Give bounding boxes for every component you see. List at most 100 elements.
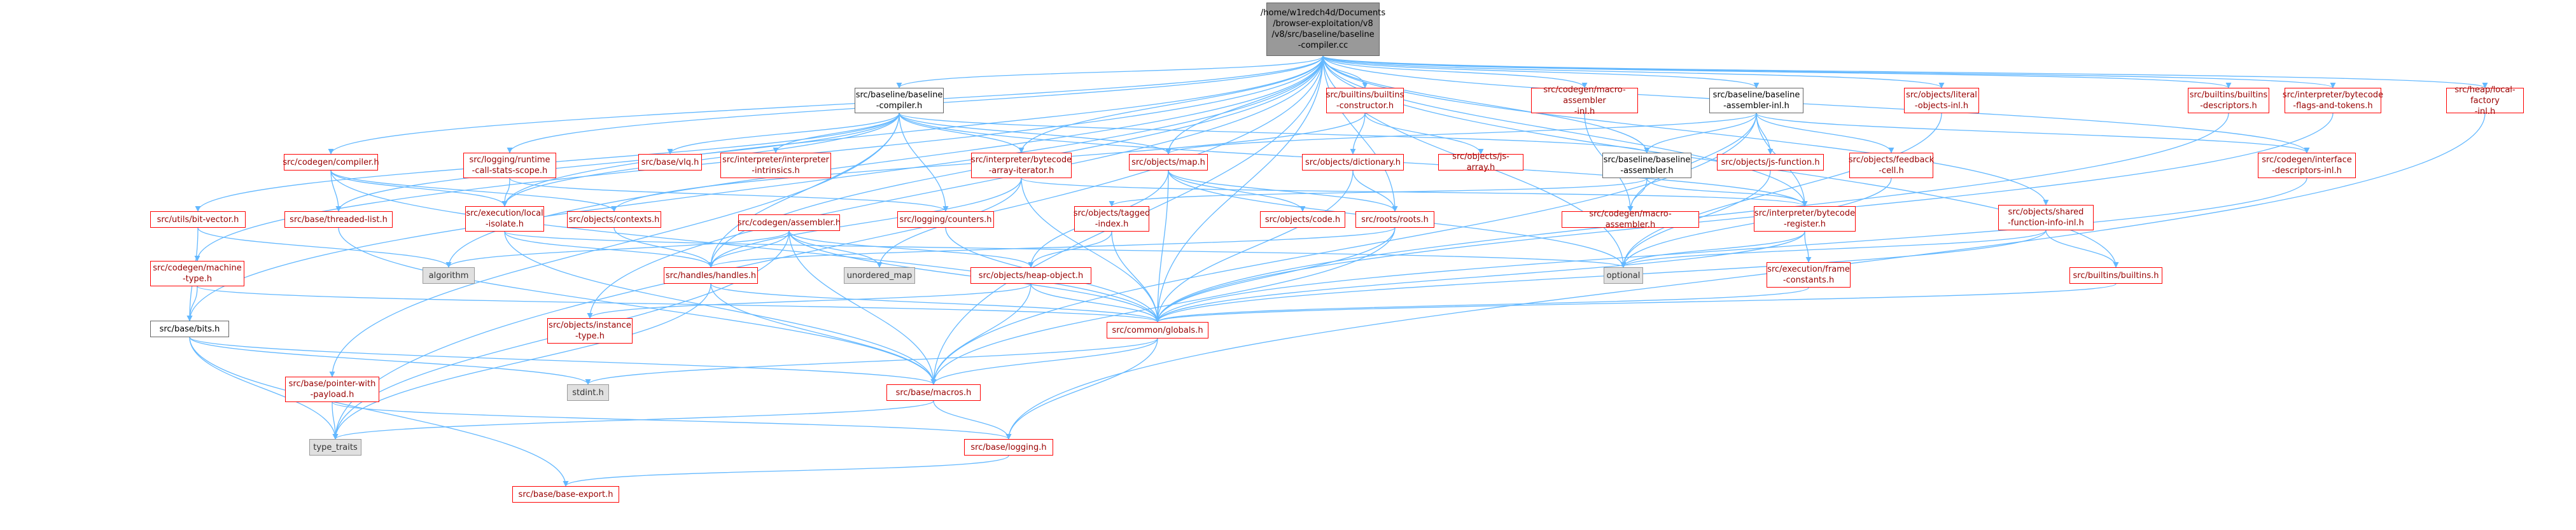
node-machine_type[interactable]: src/codegen/machine -type.h: [150, 261, 244, 286]
edge-base_macros-to-base_logging: [933, 400, 1012, 440]
edge-builtins_constructor-to-objects_js_array: [1364, 113, 1484, 155]
edge-objects_contexts-to-handles: [613, 227, 714, 268]
node-shared_function_info_inl[interactable]: src/objects/shared -function-info-inl.h: [1998, 205, 2094, 230]
node-macro_asm_inl[interactable]: src/codegen/macro-assembler -inl.h: [1531, 85, 1638, 116]
node-tagged_index[interactable]: src/objects/tagged -index.h: [1074, 206, 1150, 232]
edge-frame_constants-to-globals: [1154, 287, 1809, 323]
edge-objects_map-to-roots: [1168, 170, 1398, 212]
edge-bam_inl-to-feedback_cell: [1756, 113, 1894, 153]
edge-objects_map-to-objects_code: [1168, 170, 1306, 212]
edge-builtins_constructor-to-objects_dictionary: [1350, 113, 1366, 155]
edge-globals-to-base_macros: [930, 338, 1158, 385]
edge-tagged_index-to-globals: [1111, 231, 1161, 323]
edge-runtime_call_stats-to-execution_isolate: [501, 178, 510, 207]
edge-machine_type-to-globals: [197, 286, 1161, 323]
edge-bytecode_register-to-globals: [1154, 231, 1805, 323]
edge-bytecode_register-to-optional: [1620, 231, 1805, 268]
edge-objects_dictionary-to-globals: [1154, 170, 1354, 323]
edge-baseline_assembler-to-macro_assembler: [1627, 178, 1648, 212]
node-type_traits[interactable]: type_traits: [309, 439, 361, 456]
edge-heap_object-to-instance_type: [587, 283, 1032, 319]
edge-pointer_with_payload-to-type_traits: [332, 401, 339, 440]
node-bytecode_array_iterator[interactable]: src/interpreter/bytecode -array-iterator…: [971, 153, 1072, 178]
edge-base_bits-to-type_traits: [189, 337, 339, 440]
node-optional[interactable]: optional: [1604, 267, 1643, 284]
node-algorithm[interactable]: algorithm: [423, 267, 475, 284]
edge-roots-to-globals: [1154, 227, 1396, 323]
node-base_vlq[interactable]: src/base/vlq.h: [638, 154, 702, 171]
edge-base_bits-to-stdint: [189, 337, 591, 385]
node-codegen_assembler[interactable]: src/codegen/assembler.h: [738, 214, 841, 231]
edge-utils_bit_vector-to-algorithm: [197, 227, 452, 268]
node-bytecode_flags[interactable]: src/interpreter/bytecode -flags-and-toke…: [2283, 88, 2383, 113]
node-builtins_builtins[interactable]: src/builtins/builtins.h: [2069, 267, 2162, 284]
node-logging_counters[interactable]: src/logging/counters.h: [897, 211, 994, 228]
edge-bam_inl-to-interface_descriptors_inl: [1756, 113, 2310, 153]
edge-baseline_assembler-to-bytecode_register: [1646, 178, 1808, 207]
node-runtime_call_stats[interactable]: src/logging/runtime -call-stats-scope.h: [463, 153, 556, 178]
node-objects_js_function[interactable]: src/objects/js-function.h: [1717, 154, 1824, 171]
edge-root-to-macro_asm_inl: [1322, 55, 1588, 88]
node-literal_objects_inl[interactable]: src/objects/literal -objects-inl.h: [1904, 88, 1979, 113]
node-objects_js_array[interactable]: src/objects/js-array.h: [1438, 152, 1523, 172]
node-interface_descriptors_inl[interactable]: src/codegen/interface -descriptors-inl.h: [2258, 153, 2356, 178]
edge-codegen_compiler-to-objects_contexts: [330, 170, 617, 212]
node-unordered_map[interactable]: unordered_map: [844, 267, 915, 284]
node-objects_dictionary[interactable]: src/objects/dictionary.h: [1302, 154, 1404, 171]
edge-execution_isolate-to-base_macros: [504, 231, 937, 385]
edge-bam_inl-to-base_macros: [930, 113, 1757, 385]
node-globals[interactable]: src/common/globals.h: [1107, 322, 1208, 338]
edge-handles-to-globals: [710, 283, 1161, 323]
edge-heap_object-to-globals: [1030, 283, 1161, 323]
node-instance_type[interactable]: src/objects/instance -type.h: [547, 318, 633, 344]
node-codegen_compiler[interactable]: src/codegen/compiler.h: [283, 154, 379, 171]
node-roots[interactable]: src/roots/roots.h: [1355, 211, 1434, 228]
node-handles[interactable]: src/handles/handles.h: [664, 267, 758, 284]
edge-bc_h-to-logging_counters: [899, 113, 949, 212]
edge-literal_objects_inl-to-optional: [1620, 113, 1942, 268]
edge-base_macros-to-type_traits: [332, 400, 934, 440]
edge-codegen_assembler-to-handles: [708, 230, 790, 268]
edge-root-to-codegen_compiler: [328, 55, 1324, 155]
edge-bytecode_array_iterator-to-handles: [708, 178, 1022, 268]
node-base_macros[interactable]: src/base/macros.h: [886, 384, 981, 401]
node-bc_h[interactable]: src/baseline/baseline -compiler.h: [855, 88, 944, 113]
edge-bam_inl-to-baseline_assembler: [1644, 113, 1757, 153]
node-interpreter_intrinsics[interactable]: src/interpreter/interpreter -intrinsics.…: [720, 153, 831, 178]
node-builtins_descriptors[interactable]: src/builtins/builtins -descriptors.h: [2188, 88, 2269, 113]
edge-root-to-objects_map: [1165, 55, 1324, 155]
node-frame_constants[interactable]: src/execution/frame -constants.h: [1767, 262, 1851, 288]
edge-root-to-local_factory_inl: [1322, 55, 2488, 88]
edge-objects_dictionary-to-roots: [1352, 170, 1398, 212]
node-execution_isolate[interactable]: src/execution/local -isolate.h: [465, 206, 544, 232]
node-base_logging[interactable]: src/base/logging.h: [964, 439, 1053, 456]
edge-root-to-literal_objects_inl: [1322, 55, 1945, 88]
node-objects_map[interactable]: src/objects/map.h: [1129, 154, 1208, 171]
edge-threaded_list-to-base_macros: [338, 227, 937, 385]
edge-baseline_assembler-to-tagged_index: [1109, 178, 1648, 207]
node-threaded_list[interactable]: src/base/threaded-list.h: [284, 211, 393, 228]
node-local_factory_inl[interactable]: src/heap/local-factory -inl.h: [2446, 85, 2524, 116]
edge-bytecode_register-to-frame_constants: [1804, 231, 1812, 263]
node-heap_object[interactable]: src/objects/heap-object.h: [970, 267, 1091, 284]
node-objects_contexts[interactable]: src/objects/contexts.h: [567, 211, 661, 228]
node-builtins_constructor[interactable]: src/builtins/builtins -constructor.h: [1326, 88, 1404, 113]
node-objects_code[interactable]: src/objects/code.h: [1260, 211, 1345, 228]
edge-root-to-shared_function_info_inl: [1322, 55, 2049, 206]
edge-local_factory_inl-to-base_logging: [1005, 113, 2486, 440]
node-base_export[interactable]: src/base/base-export.h: [512, 486, 619, 503]
node-stdint[interactable]: stdint.h: [567, 384, 609, 401]
node-base_bits[interactable]: src/base/bits.h: [150, 321, 229, 337]
node-pointer_with_payload[interactable]: src/base/pointer-with -payload.h: [285, 377, 379, 402]
edge-bc_h-to-execution_isolate: [501, 113, 900, 207]
node-bytecode_register[interactable]: src/interpreter/bytecode -register.h: [1754, 206, 1856, 232]
node-macro_assembler[interactable]: src/codegen/macro-assembler.h: [1562, 209, 1699, 230]
node-root[interactable]: /home/w1redch4d/Documents /browser-explo…: [1261, 3, 1385, 56]
edge-base_logging-to-base_export: [563, 455, 1009, 487]
edge-root-to-bytecode_array_iterator: [1018, 55, 1324, 153]
edge-shared_function_info_inl-to-globals: [1154, 230, 2047, 323]
node-feedback_cell[interactable]: src/objects/feedback -cell.h: [1849, 153, 1934, 178]
node-bam_inl[interactable]: src/baseline/baseline -assembler-inl.h: [1709, 88, 1803, 113]
node-utils_bit_vector[interactable]: src/utils/bit-vector.h: [150, 211, 246, 228]
node-baseline_assembler[interactable]: src/baseline/baseline -assembler.h: [1602, 153, 1691, 178]
